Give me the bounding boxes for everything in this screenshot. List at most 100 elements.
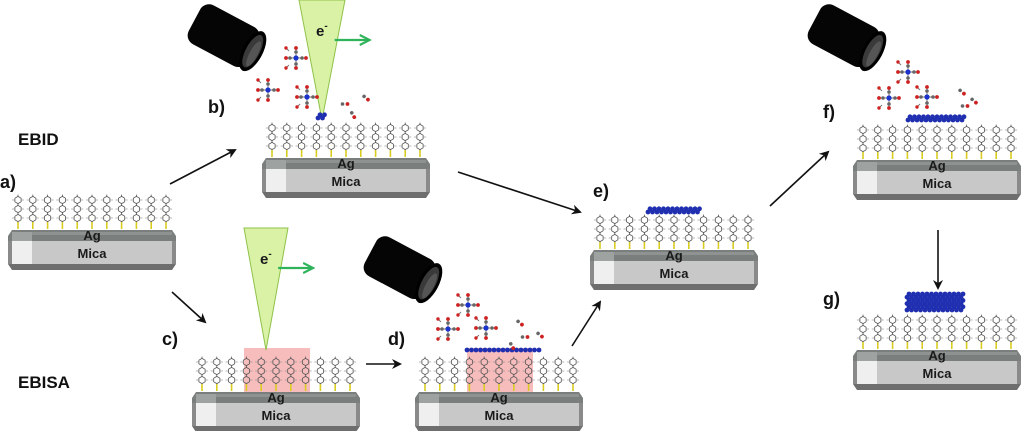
panel-label: c) (162, 329, 178, 349)
sam-molecule (265, 122, 279, 157)
co-byproduct (508, 342, 516, 351)
sam-molecule (433, 356, 446, 391)
central-atom (483, 325, 489, 331)
sam-molecule (280, 122, 293, 157)
oxygen-atom (925, 105, 929, 109)
panel-label: f) (823, 102, 835, 122)
carbon-atom (294, 50, 298, 54)
beam-label: e- (316, 21, 328, 40)
carbon-atom (484, 332, 488, 336)
precursor-molecule (915, 85, 939, 109)
oxygen-atom (295, 105, 299, 109)
central-atom (465, 302, 471, 308)
carbon-atom (490, 326, 494, 330)
oxygen-atom (896, 80, 900, 84)
carbon-atom (887, 90, 891, 94)
sam-molecule (210, 356, 223, 391)
co-byproduct (970, 97, 978, 105)
sam-molecule (537, 356, 550, 391)
oxygen-atom (906, 80, 910, 84)
oxygen-atom (877, 106, 881, 110)
mica-layer (853, 171, 1021, 194)
precursor-molecule (896, 60, 920, 84)
sam-molecule (566, 356, 580, 391)
sam-molecule (325, 122, 338, 157)
carbon-atom (912, 70, 916, 74)
precursor-molecule (474, 316, 498, 340)
precursor-molecule (456, 293, 480, 317)
oxygen-atom (436, 327, 440, 331)
precursor-molecule (295, 85, 319, 109)
sam-molecule (653, 214, 666, 249)
precursor-molecule (436, 317, 460, 341)
sam-molecule (339, 122, 353, 157)
carbon-atom (305, 101, 309, 105)
sam-molecule (225, 356, 238, 391)
electron-beam: e- (243, 227, 312, 351)
oxygen-atom (436, 337, 440, 341)
oxygen-atom (436, 317, 440, 321)
gas-injector-icon (187, 4, 267, 72)
oxygen-atom (925, 85, 929, 89)
carbon-atom (446, 333, 450, 337)
carbon-atom (460, 303, 464, 307)
sam-molecule (159, 194, 173, 229)
carbon-atom (906, 76, 910, 80)
deposit (905, 114, 967, 123)
sam-molecule (478, 356, 491, 391)
sam-molecule (240, 356, 253, 391)
sam-molecule (667, 214, 681, 249)
carbon-atom (446, 321, 450, 325)
oxygen-atom (484, 316, 488, 320)
sam-molecule (299, 356, 312, 391)
oxygen-atom (256, 88, 260, 92)
carbon-atom (478, 326, 482, 330)
sam-molecule (990, 314, 1003, 349)
sam-molecule (507, 356, 520, 391)
oxygen-atom (456, 327, 460, 331)
sam-molecule (343, 356, 357, 391)
ag-label: Ag (337, 156, 354, 171)
panel-label: b) (208, 97, 225, 117)
sam-molecule (623, 214, 636, 249)
sam-molecule (354, 122, 367, 157)
mica-label: Mica (262, 408, 292, 423)
oxygen-atom (305, 85, 309, 89)
oxygen-atom (466, 313, 470, 317)
carbon-atom (881, 96, 885, 100)
carbon-atom (900, 70, 904, 74)
sam-molecule (1004, 124, 1018, 159)
deposit (645, 206, 702, 215)
co-byproduct (960, 104, 970, 108)
mica-layer (192, 403, 360, 426)
precursor-molecule (284, 46, 308, 70)
oxygen-atom (887, 106, 891, 110)
sam-molecule (930, 124, 944, 159)
co-byproduct (516, 319, 524, 327)
sam-molecule (314, 356, 327, 391)
sam-molecule (886, 124, 899, 159)
carbon-atom (472, 303, 476, 307)
central-atom (886, 95, 892, 101)
deposit (904, 291, 966, 313)
oxygen-atom (456, 313, 460, 317)
ag-label: Ag (928, 158, 945, 173)
oxygen-atom (916, 70, 920, 74)
oxygen-atom (476, 303, 480, 307)
irradiated-region (467, 348, 533, 394)
carbon-atom (440, 327, 444, 331)
sam-molecule (990, 124, 1003, 159)
mica-label: Mica (923, 176, 953, 191)
oxygen-atom (915, 85, 919, 89)
sam-molecule (522, 356, 535, 391)
oxygen-atom (906, 60, 910, 64)
sam-molecule (115, 194, 128, 229)
arrow-a-to-c (171, 291, 207, 324)
mica-label: Mica (923, 366, 953, 381)
sam-monolayer (265, 122, 427, 157)
sam-molecule (552, 356, 565, 391)
